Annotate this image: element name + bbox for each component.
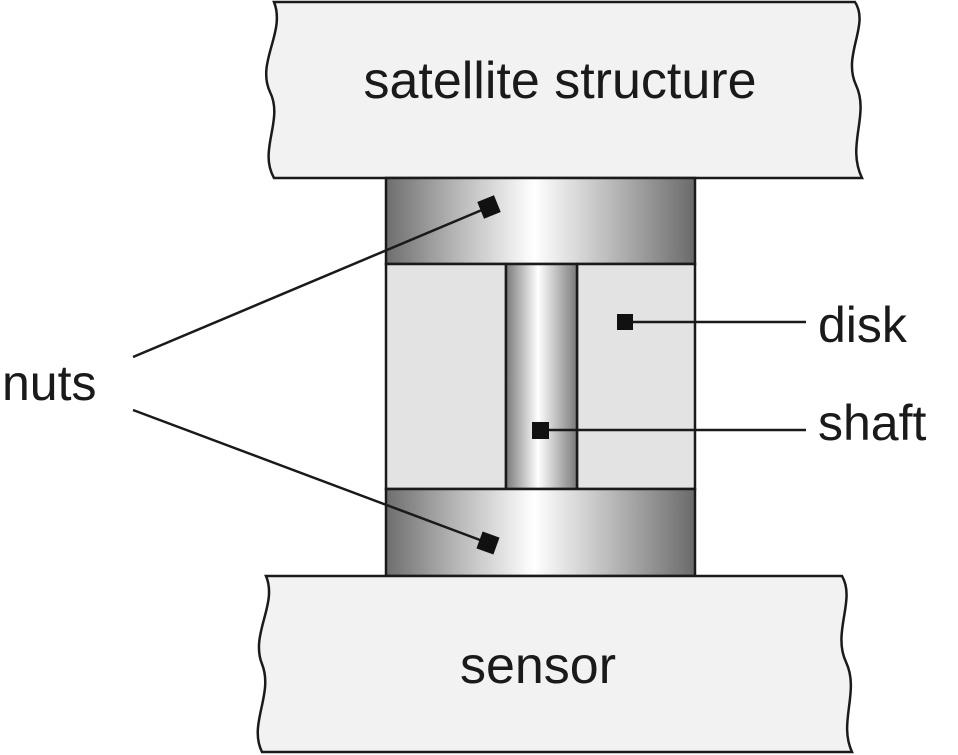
nuts-label: nuts: [2, 355, 97, 411]
shaft-marker: [532, 422, 549, 439]
lower-nut-marker: [476, 531, 500, 555]
shaft-label: shaft: [818, 395, 927, 451]
upper-nut-marker: [477, 195, 501, 219]
disk-marker: [617, 314, 633, 330]
nuts-leader-lower: [132, 408, 489, 545]
disk: [384, 262, 697, 491]
upper-nut: [384, 176, 697, 266]
shaft: [504, 262, 579, 491]
lower-nut: [384, 487, 697, 578]
satellite-structure-label: satellite structure: [363, 52, 756, 110]
nuts-leader-upper: [132, 205, 490, 359]
sensor-label: sensor: [460, 637, 616, 695]
sensor-block: sensor: [256, 574, 854, 754]
satellite-structure-block: satellite structure: [264, 0, 864, 180]
disk-label: disk: [818, 297, 908, 353]
